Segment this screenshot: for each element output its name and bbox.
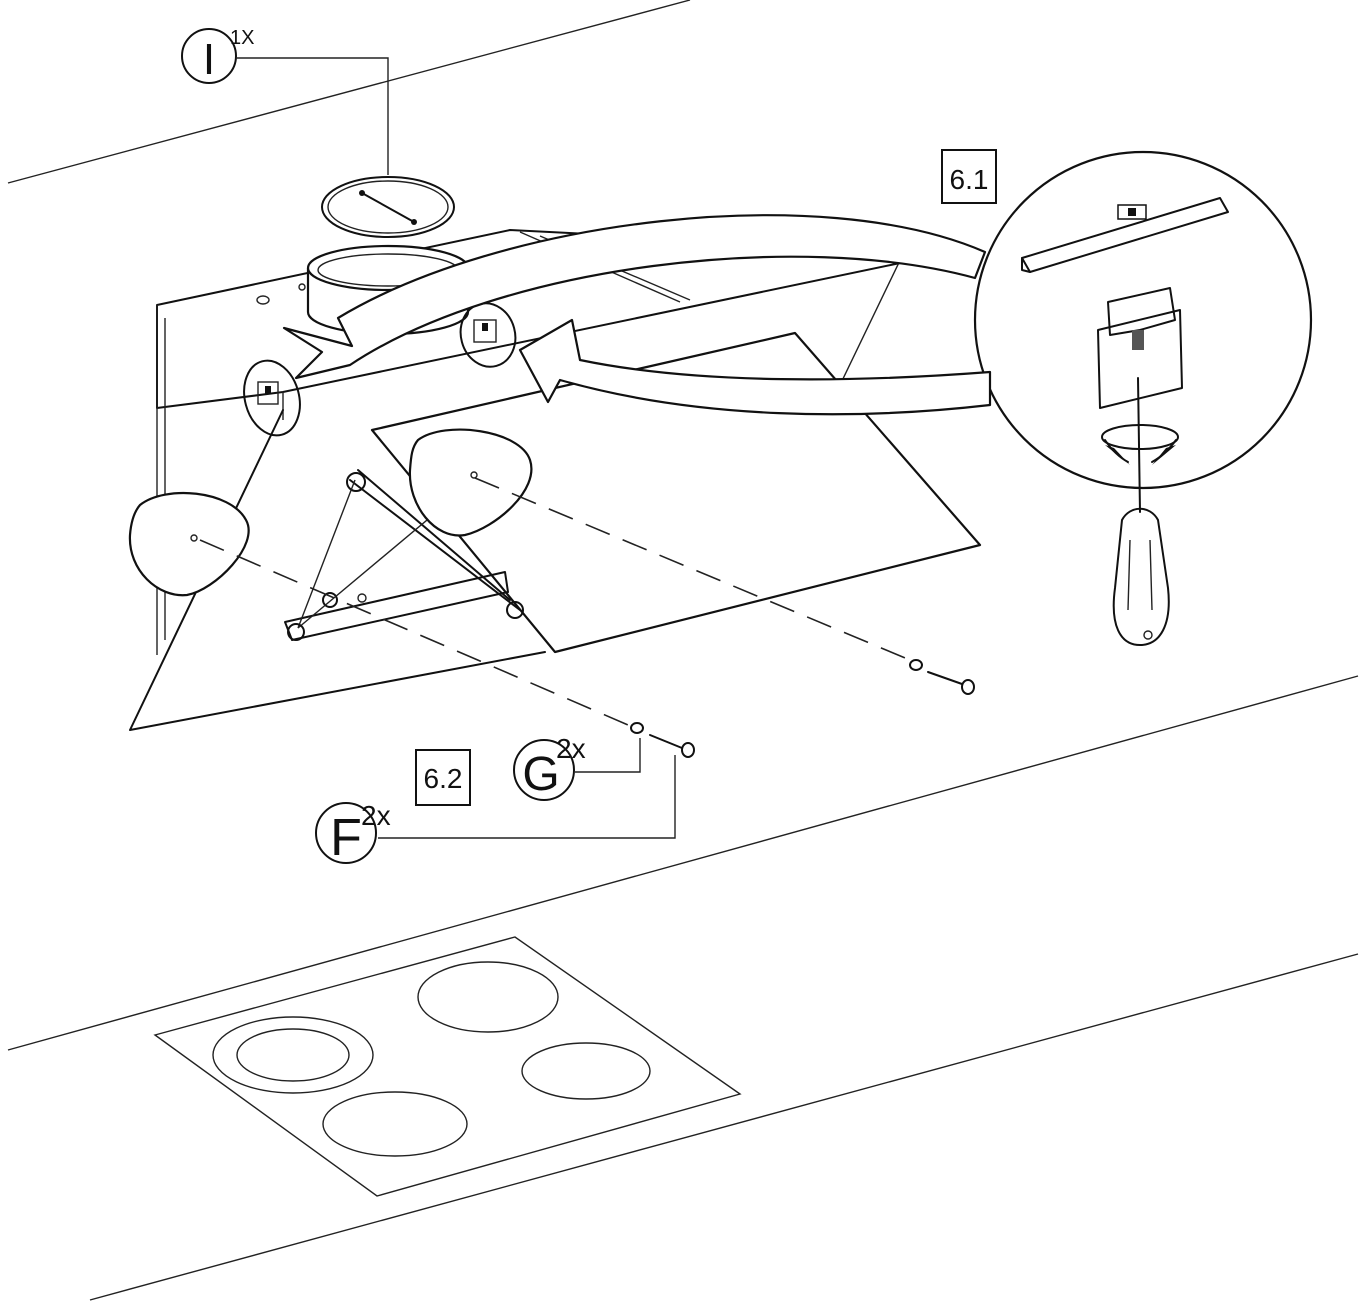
end-cap-right xyxy=(408,428,533,537)
arrow-to-left-bracket xyxy=(282,214,987,380)
wall-outline xyxy=(7,0,1359,1301)
arrow-to-right-bracket xyxy=(518,318,992,416)
callout-f-letter: F xyxy=(330,809,362,867)
bracket-detail-left xyxy=(243,359,301,437)
callout-f-qty: 2x xyxy=(361,800,391,831)
rotate-arrows-icon xyxy=(1101,424,1179,465)
callout-i-letter: I xyxy=(203,35,215,84)
end-cap-left xyxy=(128,491,250,597)
step-box-6-2: 6.2 xyxy=(415,749,471,806)
hinge-mechanism xyxy=(284,469,524,641)
callout-part-f: F 2x xyxy=(315,755,676,867)
callout-g-letter: G xyxy=(522,748,559,801)
callout-i-qty: 1X xyxy=(230,27,254,49)
screwdriver-icon xyxy=(1112,377,1170,646)
callout-g-qty: 2x xyxy=(556,733,586,764)
detail-magnifier xyxy=(973,150,1313,646)
screw-f-right xyxy=(909,659,975,695)
step-box-6-1: 6.1 xyxy=(941,149,997,204)
step-6-1-label: 6.1 xyxy=(950,164,989,195)
ring-part-i xyxy=(321,176,455,238)
screw-f-left xyxy=(630,722,695,758)
step-6-2-label: 6.2 xyxy=(424,763,463,794)
callout-part-g: G 2x xyxy=(513,733,641,801)
cooktop xyxy=(153,936,742,1197)
callout-part-i: I 1X xyxy=(181,27,389,175)
